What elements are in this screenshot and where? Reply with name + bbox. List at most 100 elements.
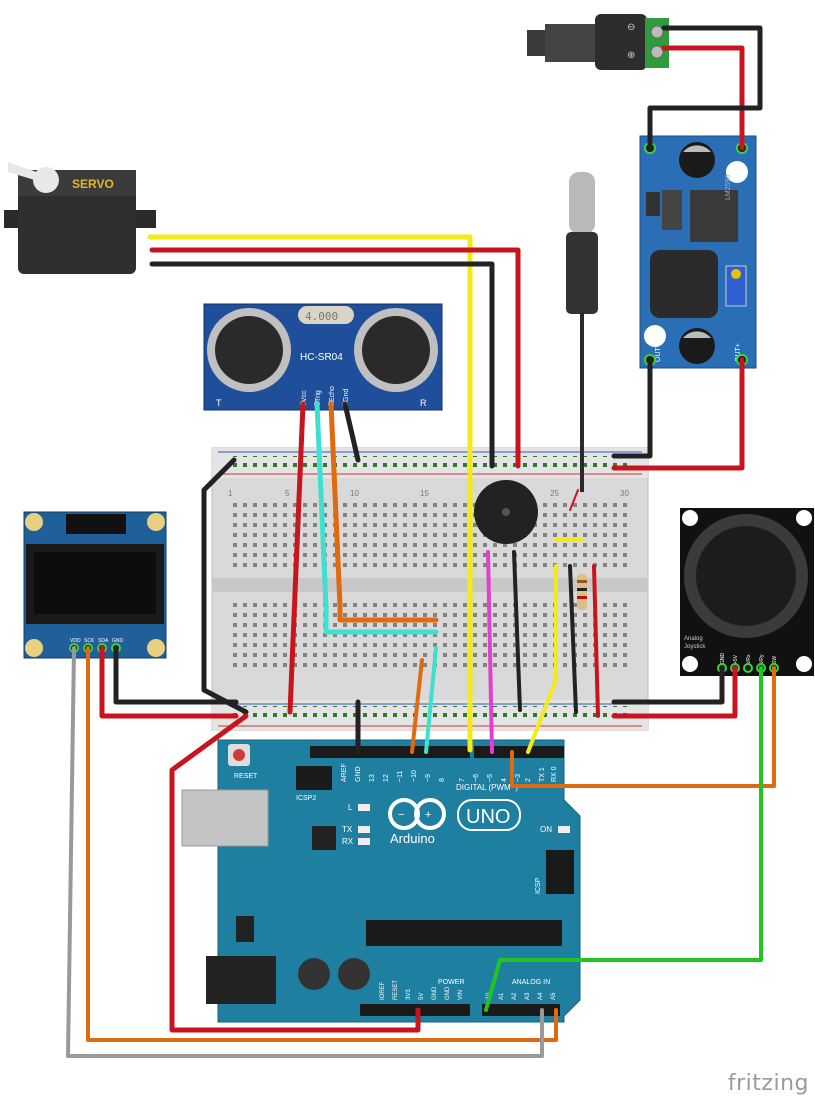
wire-buzzer-signal <box>486 550 494 754</box>
bb-col-25: 25 <box>550 489 559 498</box>
wire-joystick-gnd <box>611 665 725 705</box>
pin-gnd-2: GND <box>432 986 438 1000</box>
crystal-label: 4.000 <box>305 310 338 323</box>
oled-pin-vdd: VDD <box>70 638 81 644</box>
ultrasonic-sensor: 4.000 HC-SR04 T R Vcc Trig Echo Gnd <box>203 303 443 411</box>
led-on-label: ON <box>540 825 552 834</box>
bb-col-5: 5 <box>285 489 290 498</box>
wire-joystick-vry <box>510 666 776 788</box>
pin-a3: A3 <box>525 992 531 1000</box>
joystick-module: Analog Joystick GND +5V VRx VRy SW <box>680 508 814 676</box>
wire-hcsr04-gnd <box>342 401 361 463</box>
wire-oled-scl <box>86 646 558 1042</box>
svg-text:−: − <box>398 809 404 821</box>
wire-arduino-5v <box>169 713 421 1033</box>
arduino-brand: Arduino <box>390 831 435 846</box>
led-tx-label: TX <box>342 825 353 834</box>
oled-display: VDD SCK SDA GND <box>23 511 167 659</box>
sensor-pin-trig: Trig <box>315 390 322 402</box>
pin-a1: A1 <box>499 992 505 1000</box>
wires <box>66 25 776 1058</box>
pin-10: ~10 <box>411 770 418 782</box>
sensor-model: HC-SR04 <box>300 352 343 363</box>
joystick-pin-gnd: GND <box>720 653 726 665</box>
joystick-label-1: Analog <box>684 636 703 642</box>
bb-col-30: 30 <box>620 489 629 498</box>
sensor-pin-echo: Echo <box>329 386 336 402</box>
digital-header-label: DIGITAL (PWM~) <box>456 783 518 792</box>
sensor-pin-gnd: Gnd <box>343 389 350 402</box>
buck-in-plus: IN+ <box>727 126 738 133</box>
pin-9: ~9 <box>425 774 432 782</box>
wire-jack-minus <box>647 25 763 151</box>
oled-pin-sda: SDA <box>98 638 109 644</box>
pin-a4: A4 <box>538 992 544 1000</box>
resistor <box>577 574 587 610</box>
wire-probe-leads <box>569 489 579 511</box>
wire-hcsr04-vcc <box>287 401 306 715</box>
wire-trig-arduino <box>424 646 438 754</box>
joystick-pin-5v: +5V <box>733 654 739 664</box>
wire-buck-out-minus <box>611 357 653 459</box>
dc-barrel-jack: ⊖ ⊕ <box>527 14 669 70</box>
icsp-label: ICSP <box>535 877 542 894</box>
icsp2-label: ICSP2 <box>296 795 316 802</box>
pin-12: 12 <box>383 774 390 782</box>
wire-temp-gnd <box>568 564 578 714</box>
svg-text:⊕: ⊕ <box>627 50 635 61</box>
bb-col-15: 15 <box>420 489 429 498</box>
oled-pin-gnd: GND <box>112 638 124 644</box>
joystick-pin-vry: VRy <box>759 654 765 664</box>
wire-temp-vcc <box>592 564 600 718</box>
wire-oled-gnd <box>113 645 239 705</box>
fritzing-watermark: fritzing <box>727 1071 809 1096</box>
buck-out-plus: OUT+ <box>735 343 742 362</box>
pin-5: ~5 <box>487 774 494 782</box>
wire-oled-sda <box>66 646 544 1058</box>
wire-jack-plus <box>661 45 745 151</box>
joystick-pin-sw: SW <box>772 656 778 664</box>
servo-label: SERVO <box>72 177 114 191</box>
arduino-model: UNO <box>466 806 510 828</box>
pin-2: 2 <box>525 778 532 782</box>
led-l-label: L <box>348 803 353 812</box>
pin-tx1: TX 1 <box>539 767 546 782</box>
sensor-side-t: T <box>216 398 222 408</box>
svg-text:⊖: ⊖ <box>627 22 635 33</box>
joystick-label-2: Joystick <box>684 644 706 650</box>
arduino-logo: − + <box>388 798 446 830</box>
pin-gnd-top: GND <box>355 766 362 782</box>
sensor-pin-vcc: Vcc <box>301 390 308 402</box>
pin-8: 8 <box>439 778 446 782</box>
pin-5v: 5V <box>419 993 425 1000</box>
pin-rx0: RX 0 <box>551 766 558 782</box>
pin-aref: AREF <box>341 763 348 782</box>
svg-text:+: + <box>425 809 431 821</box>
arduino-uno: RESET ICSP2 ICSP L TX RX ON − + Arduino … <box>181 739 581 1023</box>
pin-13: 13 <box>369 774 376 782</box>
led-rx-label: RX <box>342 837 354 846</box>
pin-gnd-3: GND <box>445 986 451 1000</box>
pin-3v3: 3V3 <box>406 989 412 1000</box>
bb-col-10: 10 <box>350 489 359 498</box>
servo-motor: SERVO <box>4 162 156 274</box>
temperature-probe <box>566 172 598 492</box>
pin-vin: VIN <box>458 990 464 1000</box>
wire-buzzer-gnd <box>512 550 522 712</box>
buck-chip-label: LM2596 <box>725 175 732 200</box>
wire-servo-signal <box>147 234 473 753</box>
wire-temp-signal <box>526 564 558 754</box>
bb-col-1: 1 <box>228 489 233 498</box>
pin-a2: A2 <box>512 992 518 1000</box>
pin-ioref: IOREF <box>380 981 386 1000</box>
wire-hcsr04-trig <box>314 401 439 635</box>
pin-reset: RESET <box>393 980 399 1000</box>
wire-echo-arduino <box>410 658 424 754</box>
joystick-pin-vrx: VRx <box>746 654 752 664</box>
power-header-label: POWER <box>438 979 464 986</box>
pin-a5: A5 <box>551 992 557 1000</box>
buck-out-minus: OUT- <box>655 345 662 362</box>
buck-converter: IN- IN+ OUT- OUT+ LM2596 <box>639 126 757 369</box>
pin-7: 7 <box>459 778 466 782</box>
